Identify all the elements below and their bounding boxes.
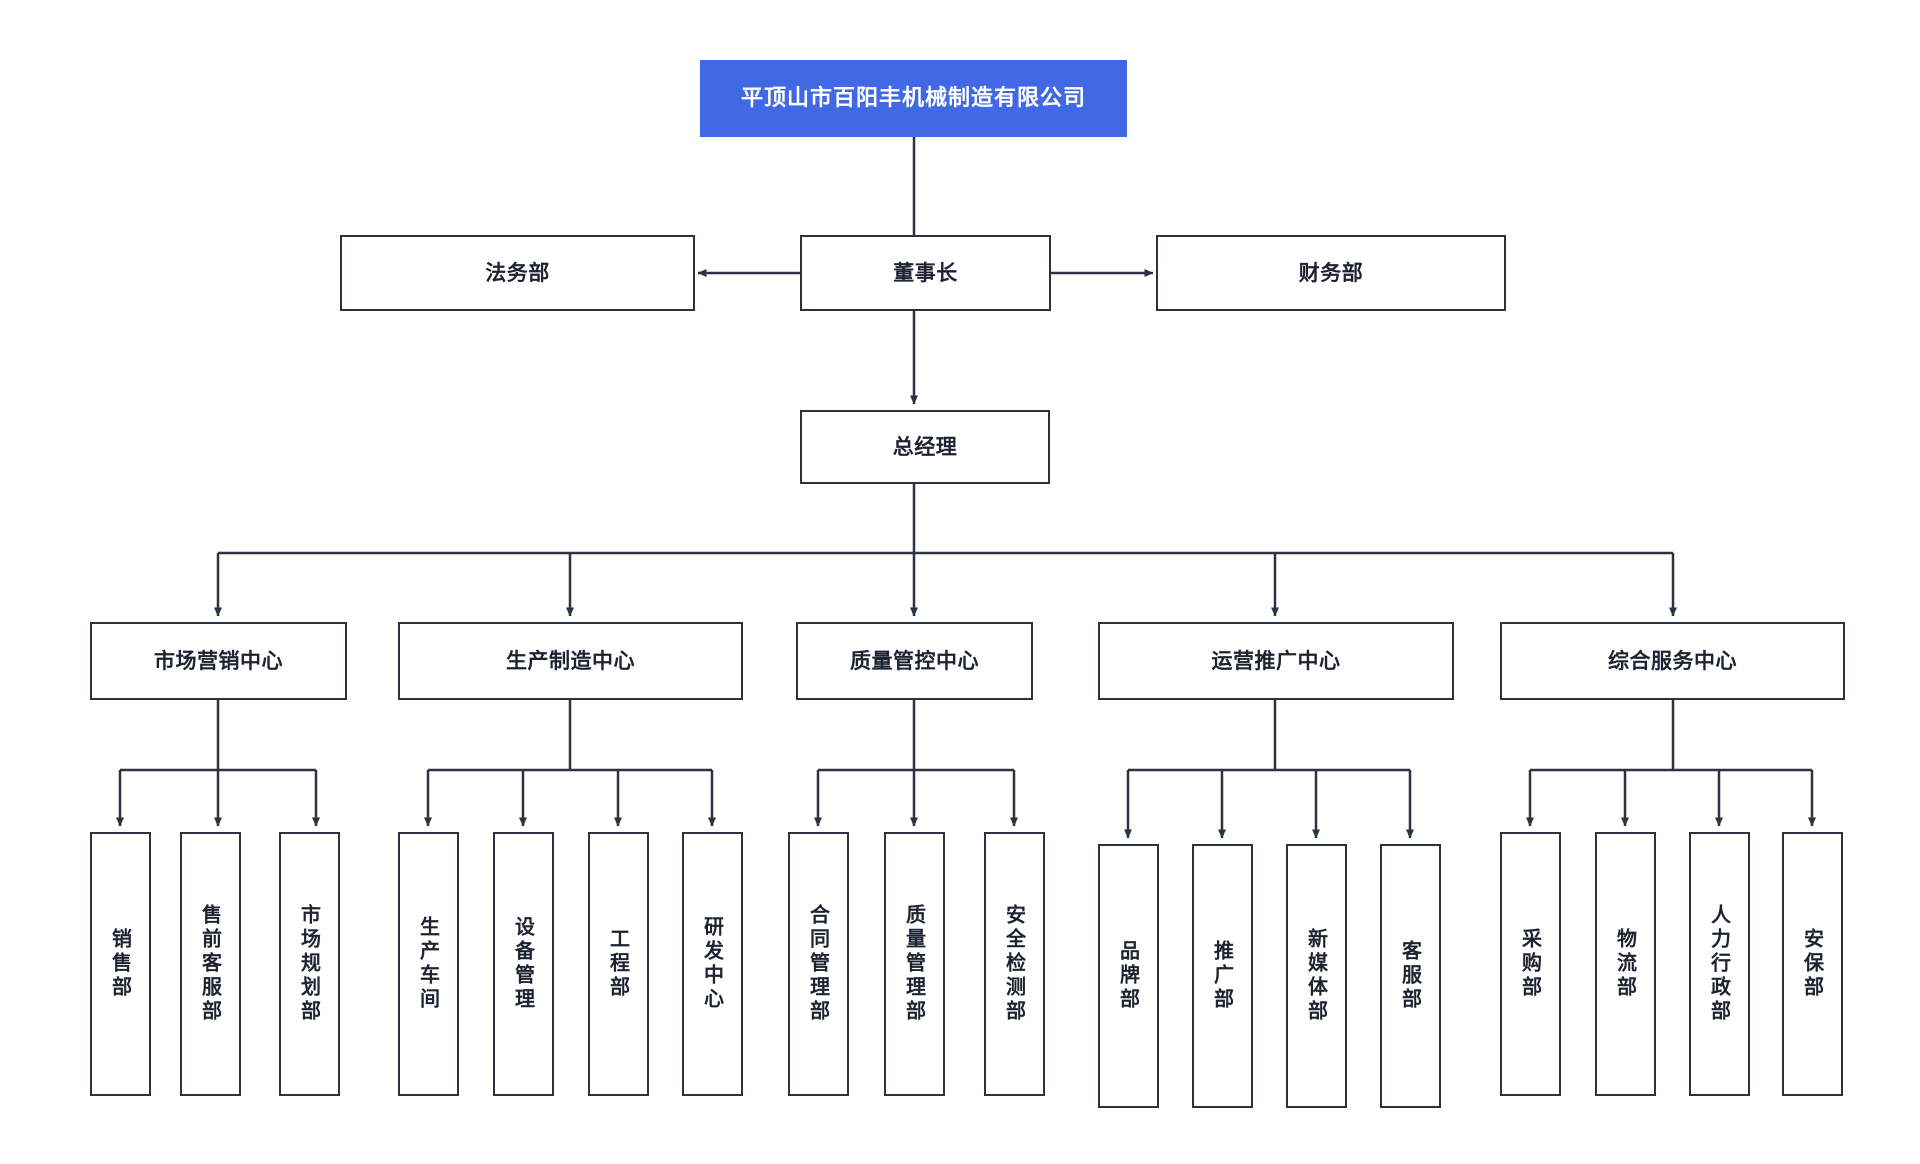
node-label: 综合服务中心 bbox=[1608, 648, 1737, 673]
node-dept-presales-service[interactable]: 售前客服部 bbox=[180, 832, 241, 1096]
node-label: 生产车间 bbox=[416, 916, 441, 1012]
node-label: 物流部 bbox=[1613, 928, 1638, 1000]
node-label: 总经理 bbox=[892, 434, 958, 459]
node-dept-market-planning[interactable]: 市场规划部 bbox=[279, 832, 340, 1096]
node-dept-security[interactable]: 安保部 bbox=[1782, 832, 1843, 1096]
node-label: 销售部 bbox=[108, 928, 133, 1000]
node-label: 质量管理部 bbox=[902, 904, 927, 1024]
node-label: 安全检测部 bbox=[1002, 904, 1027, 1024]
node-label: 采购部 bbox=[1518, 928, 1543, 1000]
node-label: 合同管理部 bbox=[806, 904, 831, 1024]
node-dept-equipment-management[interactable]: 设备管理 bbox=[493, 832, 554, 1096]
node-dept-engineering[interactable]: 工程部 bbox=[588, 832, 649, 1096]
node-label: 平顶山市百阳丰机械制造有限公司 bbox=[740, 85, 1086, 111]
node-center-manufacturing[interactable]: 生产制造中心 bbox=[398, 622, 743, 700]
node-dept-customer-service[interactable]: 客服部 bbox=[1380, 844, 1441, 1108]
node-finance-department[interactable]: 财务部 bbox=[1156, 235, 1506, 311]
node-label: 售前客服部 bbox=[198, 904, 223, 1024]
node-center-marketing[interactable]: 市场营销中心 bbox=[90, 622, 347, 700]
node-label: 推广部 bbox=[1210, 940, 1235, 1012]
node-label: 品牌部 bbox=[1116, 940, 1141, 1012]
node-label: 设备管理 bbox=[511, 916, 536, 1012]
node-label: 运营推广中心 bbox=[1211, 648, 1341, 673]
node-dept-production-workshop[interactable]: 生产车间 bbox=[398, 832, 459, 1096]
node-chairman[interactable]: 董事长 bbox=[800, 235, 1051, 311]
node-company-root[interactable]: 平顶山市百阳丰机械制造有限公司 bbox=[700, 60, 1127, 137]
node-dept-hr-administration[interactable]: 人力行政部 bbox=[1689, 832, 1750, 1096]
node-dept-contract-management[interactable]: 合同管理部 bbox=[788, 832, 849, 1096]
node-label: 市场规划部 bbox=[297, 904, 322, 1024]
node-dept-rnd-center[interactable]: 研发中心 bbox=[682, 832, 743, 1096]
node-legal-department[interactable]: 法务部 bbox=[340, 235, 695, 311]
node-label: 生产制造中心 bbox=[506, 648, 635, 673]
node-label: 人力行政部 bbox=[1707, 904, 1732, 1024]
node-center-quality[interactable]: 质量管控中心 bbox=[796, 622, 1033, 700]
node-label: 财务部 bbox=[1298, 260, 1364, 285]
node-center-general-services[interactable]: 综合服务中心 bbox=[1500, 622, 1845, 700]
node-general-manager[interactable]: 总经理 bbox=[800, 410, 1050, 484]
node-dept-sales[interactable]: 销售部 bbox=[90, 832, 151, 1096]
node-label: 安保部 bbox=[1800, 928, 1825, 1000]
node-dept-logistics[interactable]: 物流部 bbox=[1595, 832, 1656, 1096]
node-dept-procurement[interactable]: 采购部 bbox=[1500, 832, 1561, 1096]
node-label: 市场营销中心 bbox=[154, 648, 283, 673]
node-label: 质量管控中心 bbox=[850, 648, 979, 673]
node-label: 新媒体部 bbox=[1304, 928, 1329, 1024]
node-dept-new-media[interactable]: 新媒体部 bbox=[1286, 844, 1347, 1108]
node-label: 董事长 bbox=[893, 260, 958, 285]
node-dept-brand[interactable]: 品牌部 bbox=[1098, 844, 1159, 1108]
node-label: 客服部 bbox=[1398, 940, 1423, 1012]
node-dept-quality-management[interactable]: 质量管理部 bbox=[884, 832, 945, 1096]
node-center-operations[interactable]: 运营推广中心 bbox=[1098, 622, 1454, 700]
node-label: 研发中心 bbox=[700, 916, 725, 1012]
node-label: 工程部 bbox=[606, 928, 631, 1000]
node-dept-promotion[interactable]: 推广部 bbox=[1192, 844, 1253, 1108]
node-dept-safety-inspection[interactable]: 安全检测部 bbox=[984, 832, 1045, 1096]
node-label: 法务部 bbox=[485, 260, 550, 285]
